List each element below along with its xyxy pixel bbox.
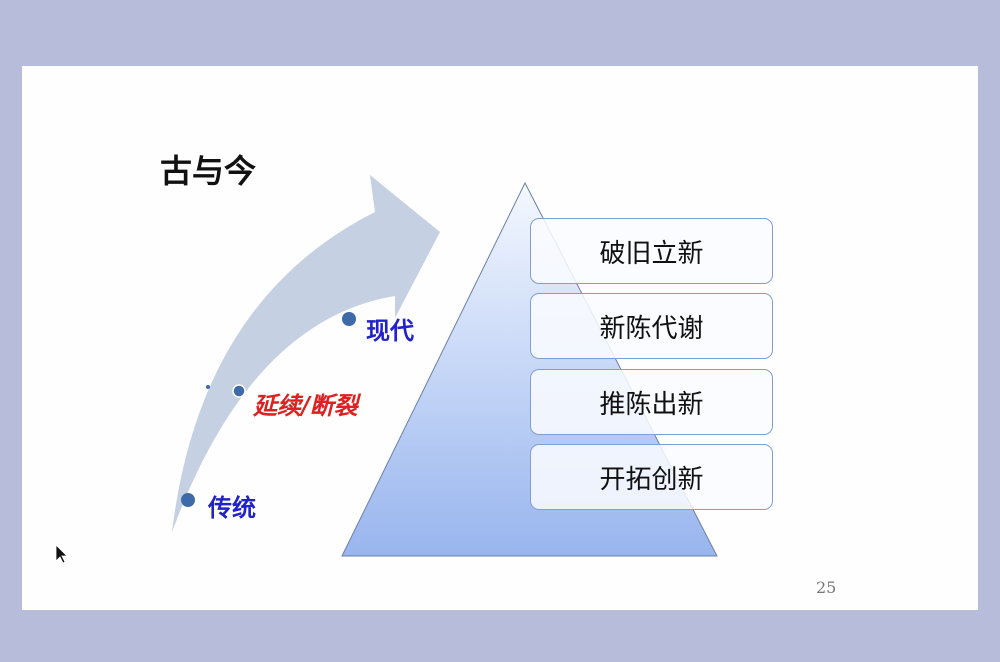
- label-modern: 现代: [366, 316, 414, 345]
- label-tradition: 传统: [208, 493, 256, 522]
- dot-continuity: [232, 384, 246, 398]
- pyramid-item: 新陈代谢: [530, 293, 773, 359]
- curved-arrow: [172, 175, 440, 532]
- pyramid-item: 破旧立新: [530, 218, 773, 284]
- dot-modern: [342, 312, 356, 326]
- pyramid-item: 推陈出新: [530, 369, 773, 435]
- page-number: 25: [816, 578, 837, 597]
- label-continuity: 延续/断裂: [253, 391, 358, 420]
- dot-small: [206, 385, 210, 389]
- dot-tradition: [181, 493, 195, 507]
- slide-title: 古与今: [160, 152, 257, 190]
- pyramid-item: 开拓创新: [530, 444, 773, 510]
